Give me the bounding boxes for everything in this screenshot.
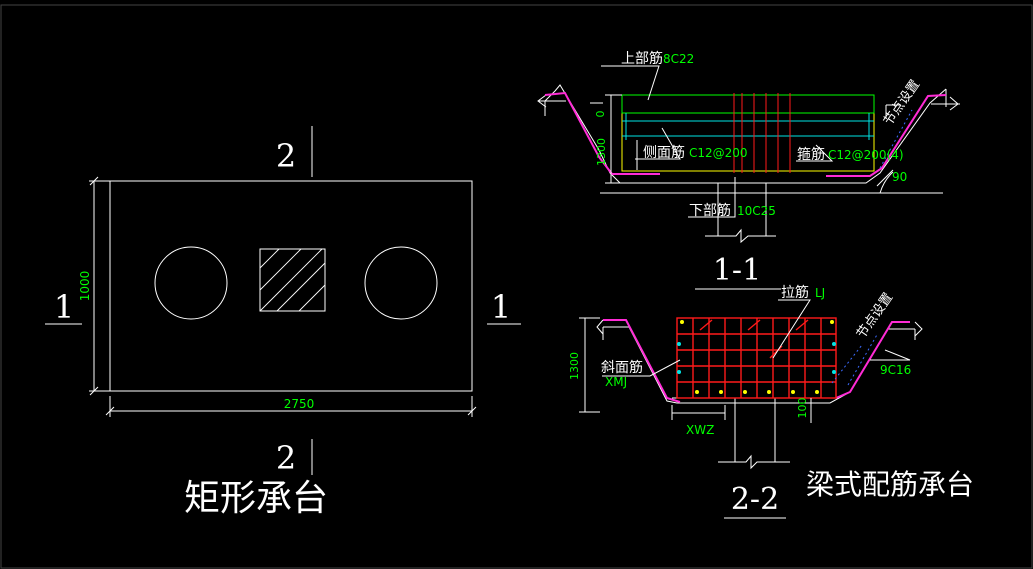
section11-side-bar-label: 侧面筋: [643, 144, 685, 161]
section22-tie-label: 拉筋: [781, 284, 809, 301]
section11-stirrups-red: [733, 93, 791, 173]
plan-dim-width: 2750: [284, 397, 315, 411]
section22-dim-bottom: 100: [796, 398, 809, 419]
column-section: [259, 248, 326, 312]
plan-dim-height: 1000: [78, 271, 92, 302]
section11-stirrup-value: C12@200(4): [828, 148, 904, 162]
section-mark-top: 2: [276, 137, 296, 175]
section-mark-bottom: 2: [276, 439, 296, 477]
section22-node-label: 节点设置: [854, 290, 896, 341]
section-mark-left: 1: [54, 288, 74, 326]
section22-dim-height: 1300: [568, 352, 581, 380]
section11-magenta-right: [826, 94, 947, 177]
section11-top-bar-value: 8C22: [663, 52, 694, 66]
section22-node-dots: [847, 332, 879, 386]
section22-right-bar: 9C16: [880, 363, 911, 377]
dim-tick: [89, 176, 99, 186]
section11-side-bar-value: C12@200: [689, 146, 748, 160]
section11-bottom-bar-value: 10C25: [737, 204, 776, 218]
pile-left: [154, 246, 228, 320]
section11-stirrup-label: 箍筋: [797, 146, 825, 163]
section22-cage: [676, 317, 837, 399]
section22-slope-value: XMJ: [605, 375, 627, 389]
canvas-border: [0, 4, 1033, 569]
section22-magenta-left: [603, 319, 681, 403]
section-1-1: [537, 65, 960, 290]
section-2-2: [579, 299, 923, 519]
section11-outline: [544, 84, 947, 184]
section11-node-dots: [879, 109, 913, 169]
left-title: 矩形承台: [184, 478, 328, 519]
section11-angle: 90: [892, 170, 907, 184]
section22-slope-label: 斜面筋: [601, 359, 643, 376]
column-hatch: [259, 248, 326, 312]
section11-top-bar: [621, 94, 875, 114]
plan-view: [45, 126, 521, 475]
section22-tie-value: LJ: [815, 286, 825, 300]
section22-title: 2-2: [731, 482, 779, 517]
section11-dim-zero: 0: [594, 111, 607, 118]
pile-right: [364, 246, 438, 320]
section22-magenta-right: [835, 321, 910, 399]
section-mark-right: 1: [491, 288, 511, 326]
section11-magenta-left: [544, 91, 660, 175]
section11-bottom-bar-label: 下部筋: [689, 202, 731, 219]
section22-nodes: [677, 320, 836, 394]
section11-dim-height: 1300: [595, 138, 608, 166]
section11-title: 1-1: [713, 253, 761, 288]
section11-top-bar-label: 上部筋: [621, 50, 663, 67]
plan-outline: [109, 180, 473, 392]
caption-beam-cap: 梁式配筋承台: [806, 468, 974, 501]
section22-xwz: XWZ: [686, 423, 714, 437]
